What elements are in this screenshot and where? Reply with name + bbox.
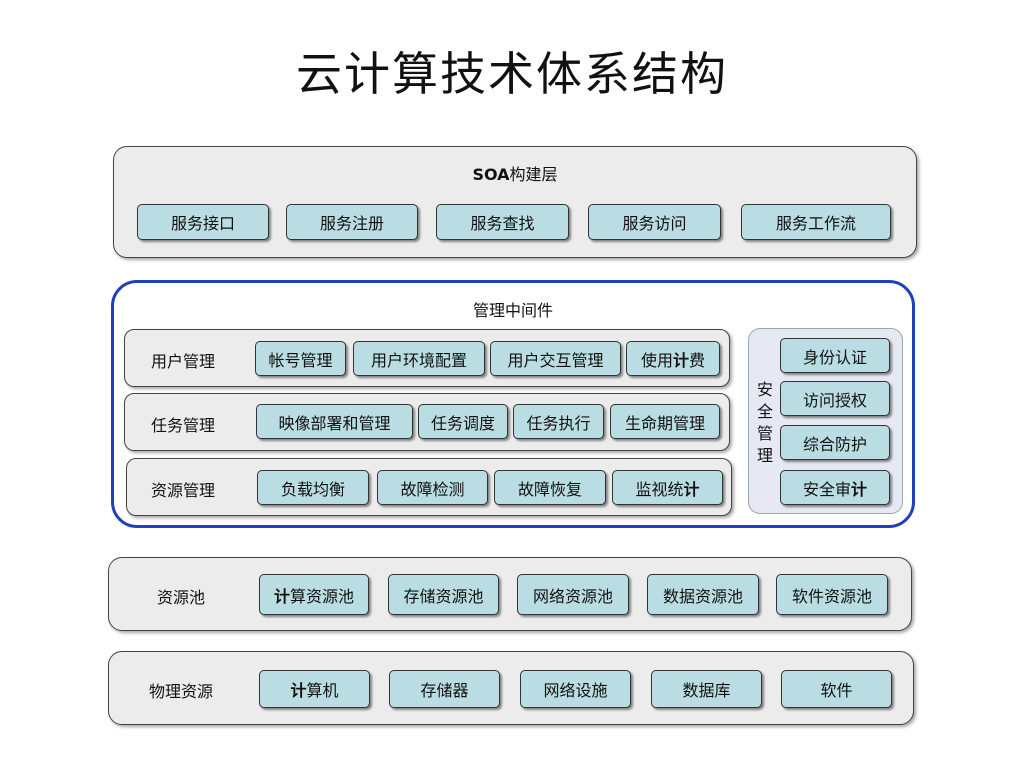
task-execution: 任务执行 [513, 404, 604, 439]
usage-billing: 使用计费 [626, 341, 720, 376]
fault-recovery: 故障恢复 [494, 470, 606, 505]
resource-pool-label: 资源池 [157, 588, 206, 607]
user-env-config: 用户环境配置 [353, 341, 485, 376]
compute-pool: 计算资源池 [259, 574, 369, 615]
resource-pool-layer: 资源池 计算资源池 存储资源池 网络资源池 数据资源池 软件资源池 [108, 557, 912, 631]
account-mgmt: 帐号管理 [255, 341, 346, 376]
soa-service-lookup: 服务查找 [436, 204, 569, 240]
software: 软件 [781, 670, 892, 708]
physical-resource-label: 物理资源 [149, 682, 214, 701]
soa-service-access: 服务访问 [588, 204, 721, 240]
computer: 计算机 [259, 670, 370, 708]
middleware-label: 管理中间件 [472, 301, 553, 320]
lifecycle-mgmt: 生命期管理 [610, 404, 720, 439]
middleware-layer: 管理中间件 用户管理 帐号管理 用户环境配置 用户交互管理 使用计费 任务管理 … [111, 280, 915, 528]
physical-resource-layer: 物理资源 计算机 存储器 网络设施 数据库 软件 [108, 651, 914, 725]
task-scheduling: 任务调度 [418, 404, 508, 439]
security-mgmt-label: 安 全 管 理 [756, 380, 773, 465]
monitoring-stats: 监视统计 [612, 470, 723, 505]
page-title: 云计算技术体系结构 [296, 47, 728, 101]
security-mgmt-panel: 安 全 管 理 身份认证 访问授权 综合防护 安全审计 [748, 328, 903, 514]
load-balancing: 负载均衡 [257, 470, 369, 505]
resource-mgmt-row: 资源管理 负载均衡 故障检测 故障恢复 监视统计 [126, 458, 732, 516]
resource-mgmt-label: 资源管理 [151, 481, 216, 500]
storage-pool: 存储资源池 [388, 574, 499, 615]
storage-device: 存储器 [389, 670, 500, 708]
security-audit: 安全审计 [780, 470, 890, 505]
user-mgmt-label: 用户管理 [151, 352, 216, 371]
database: 数据库 [651, 670, 762, 708]
task-mgmt-label: 任务管理 [151, 416, 216, 435]
user-interaction-mgmt: 用户交互管理 [490, 341, 621, 376]
image-deploy-mgmt: 映像部署和管理 [256, 404, 413, 439]
fault-detection: 故障检测 [377, 470, 488, 505]
network-pool: 网络资源池 [517, 574, 629, 615]
soa-service-registry: 服务注册 [286, 204, 418, 240]
soa-layer: SOA构建层 服务接口 服务注册 服务查找 服务访问 服务工作流 [113, 146, 917, 258]
user-mgmt-row: 用户管理 帐号管理 用户环境配置 用户交互管理 使用计费 [124, 329, 730, 387]
access-authorization: 访问授权 [780, 381, 890, 416]
identity-auth: 身份认证 [780, 338, 890, 373]
task-mgmt-row: 任务管理 映像部署和管理 任务调度 任务执行 生命期管理 [124, 393, 730, 451]
soa-service-interface: 服务接口 [137, 204, 269, 240]
data-pool: 数据资源池 [647, 574, 759, 615]
integrated-protection: 综合防护 [780, 425, 890, 460]
network-facility: 网络设施 [520, 670, 631, 708]
soa-layer-label: SOA构建层 [472, 165, 558, 184]
soa-service-workflow: 服务工作流 [741, 204, 891, 240]
software-pool: 软件资源池 [776, 574, 888, 615]
